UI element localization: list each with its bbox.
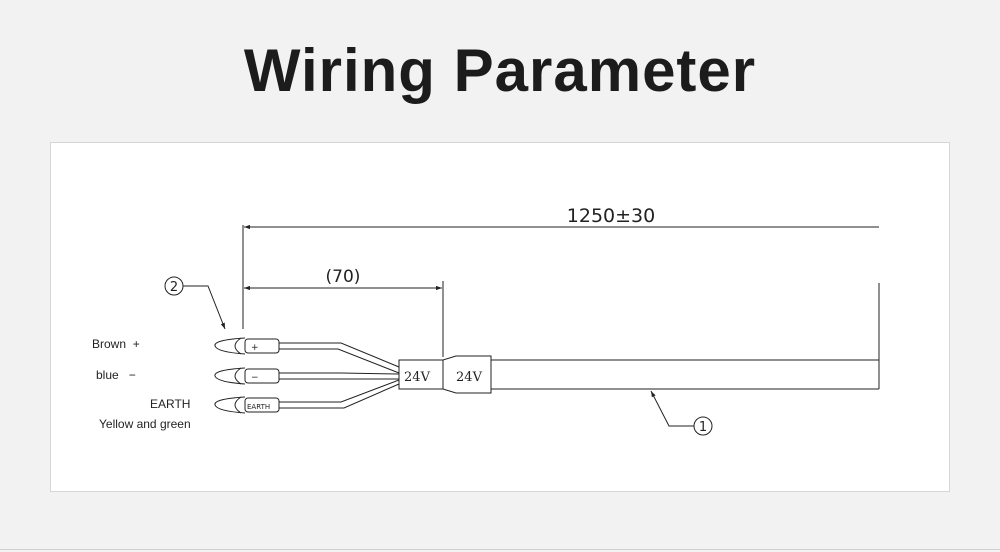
terminal-mark-minus: − [251,373,259,383]
wiring-diagram: 1250±30 (70) 2 1 24V 24V + − EARTH [164,205,880,436]
sleeve-label-left: 24V [404,370,431,385]
callout-cable-number: 1 [699,420,707,435]
wire-blue [279,372,400,375]
wire-label-blue: blue − [96,368,136,382]
terminal-mark-earth: EARTH [247,403,270,411]
terminal-brown [214,337,280,355]
heat-shrink-sleeve [398,355,492,394]
leader-cable [650,390,694,427]
wire-earth [279,379,400,403]
dimension-strip-text: (70) [326,267,361,287]
wiring-diagram-panel: 1250±30 (70) 2 1 24V 24V + − EARTH Brown… [50,142,950,492]
terminal-earth [214,396,280,414]
wire-brown [279,342,400,368]
leader-terminal [183,285,226,330]
terminal-mark-plus: + [251,343,259,353]
callout-terminal-number: 2 [170,280,178,295]
page-title: Wiring Parameter [243,37,757,104]
wire-label-earth-desc: Yellow and green [99,417,191,431]
terminal-blue [214,367,280,385]
wire-label-earth: EARTH [150,397,191,411]
wire-label-brown: Brown + [92,337,140,351]
bottom-divider [0,549,1000,550]
sleeve-label-right: 24V [456,370,483,385]
dimension-total-text: 1250±30 [567,205,655,227]
